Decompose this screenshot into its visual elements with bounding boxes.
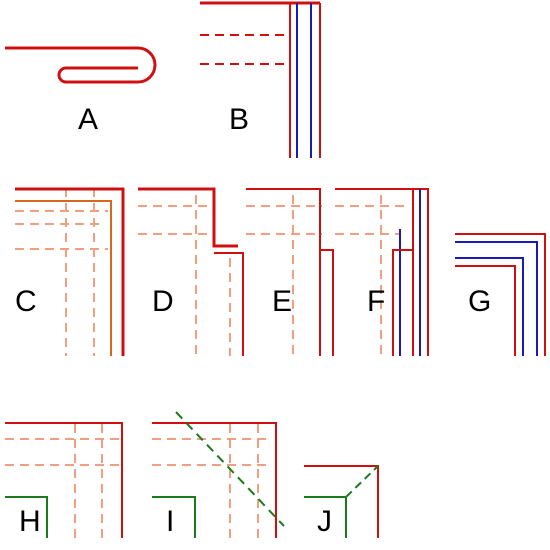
figure-h-outer-edge — [5, 422, 123, 538]
label-c: C — [15, 285, 37, 318]
label-b: B — [229, 103, 249, 136]
figure-j: J — [304, 465, 379, 538]
figure-a-fold-line — [5, 46, 157, 84]
figure-e: E — [246, 188, 334, 356]
figure-c: C — [15, 187, 125, 356]
figure-a: A — [5, 46, 157, 136]
label-i: I — [166, 505, 174, 538]
figure-g-edge-3 — [455, 257, 524, 356]
figure-i-corner-mark — [152, 496, 196, 538]
figure-j-diagonal-fold — [345, 465, 379, 498]
figure-f-step-edge — [392, 249, 413, 356]
label-g: G — [468, 285, 491, 318]
label-f: F — [367, 285, 385, 318]
figure-f-outer-edge — [335, 188, 429, 356]
figure-i: I — [152, 411, 285, 538]
figure-g: G — [455, 233, 546, 356]
label-a: A — [78, 103, 98, 136]
label-d: D — [152, 285, 174, 318]
label-h: H — [19, 505, 41, 538]
figure-b: B — [200, 1, 321, 158]
figure-c-inner-edge — [15, 200, 112, 356]
label-e: E — [272, 285, 292, 318]
figure-c-outer-edge — [15, 187, 125, 356]
figure-d: D — [138, 187, 244, 356]
figure-h: H — [5, 422, 123, 538]
figure-i-diagonal-fold — [175, 411, 285, 527]
figure-d-inner-edge — [214, 252, 244, 356]
figure-g-edge-1 — [455, 233, 546, 356]
figure-e-inner-edge — [320, 249, 334, 356]
label-j: J — [317, 505, 332, 538]
figure-i-outer-edge — [152, 422, 277, 538]
figure-f: F — [335, 188, 429, 356]
figure-e-outer-edge — [246, 188, 321, 356]
figure-h-corner-mark — [5, 496, 48, 538]
figure-d-stepped-edge — [138, 187, 238, 248]
figure-g-edge-2 — [455, 241, 538, 356]
figure-g-edge-4 — [455, 265, 516, 356]
